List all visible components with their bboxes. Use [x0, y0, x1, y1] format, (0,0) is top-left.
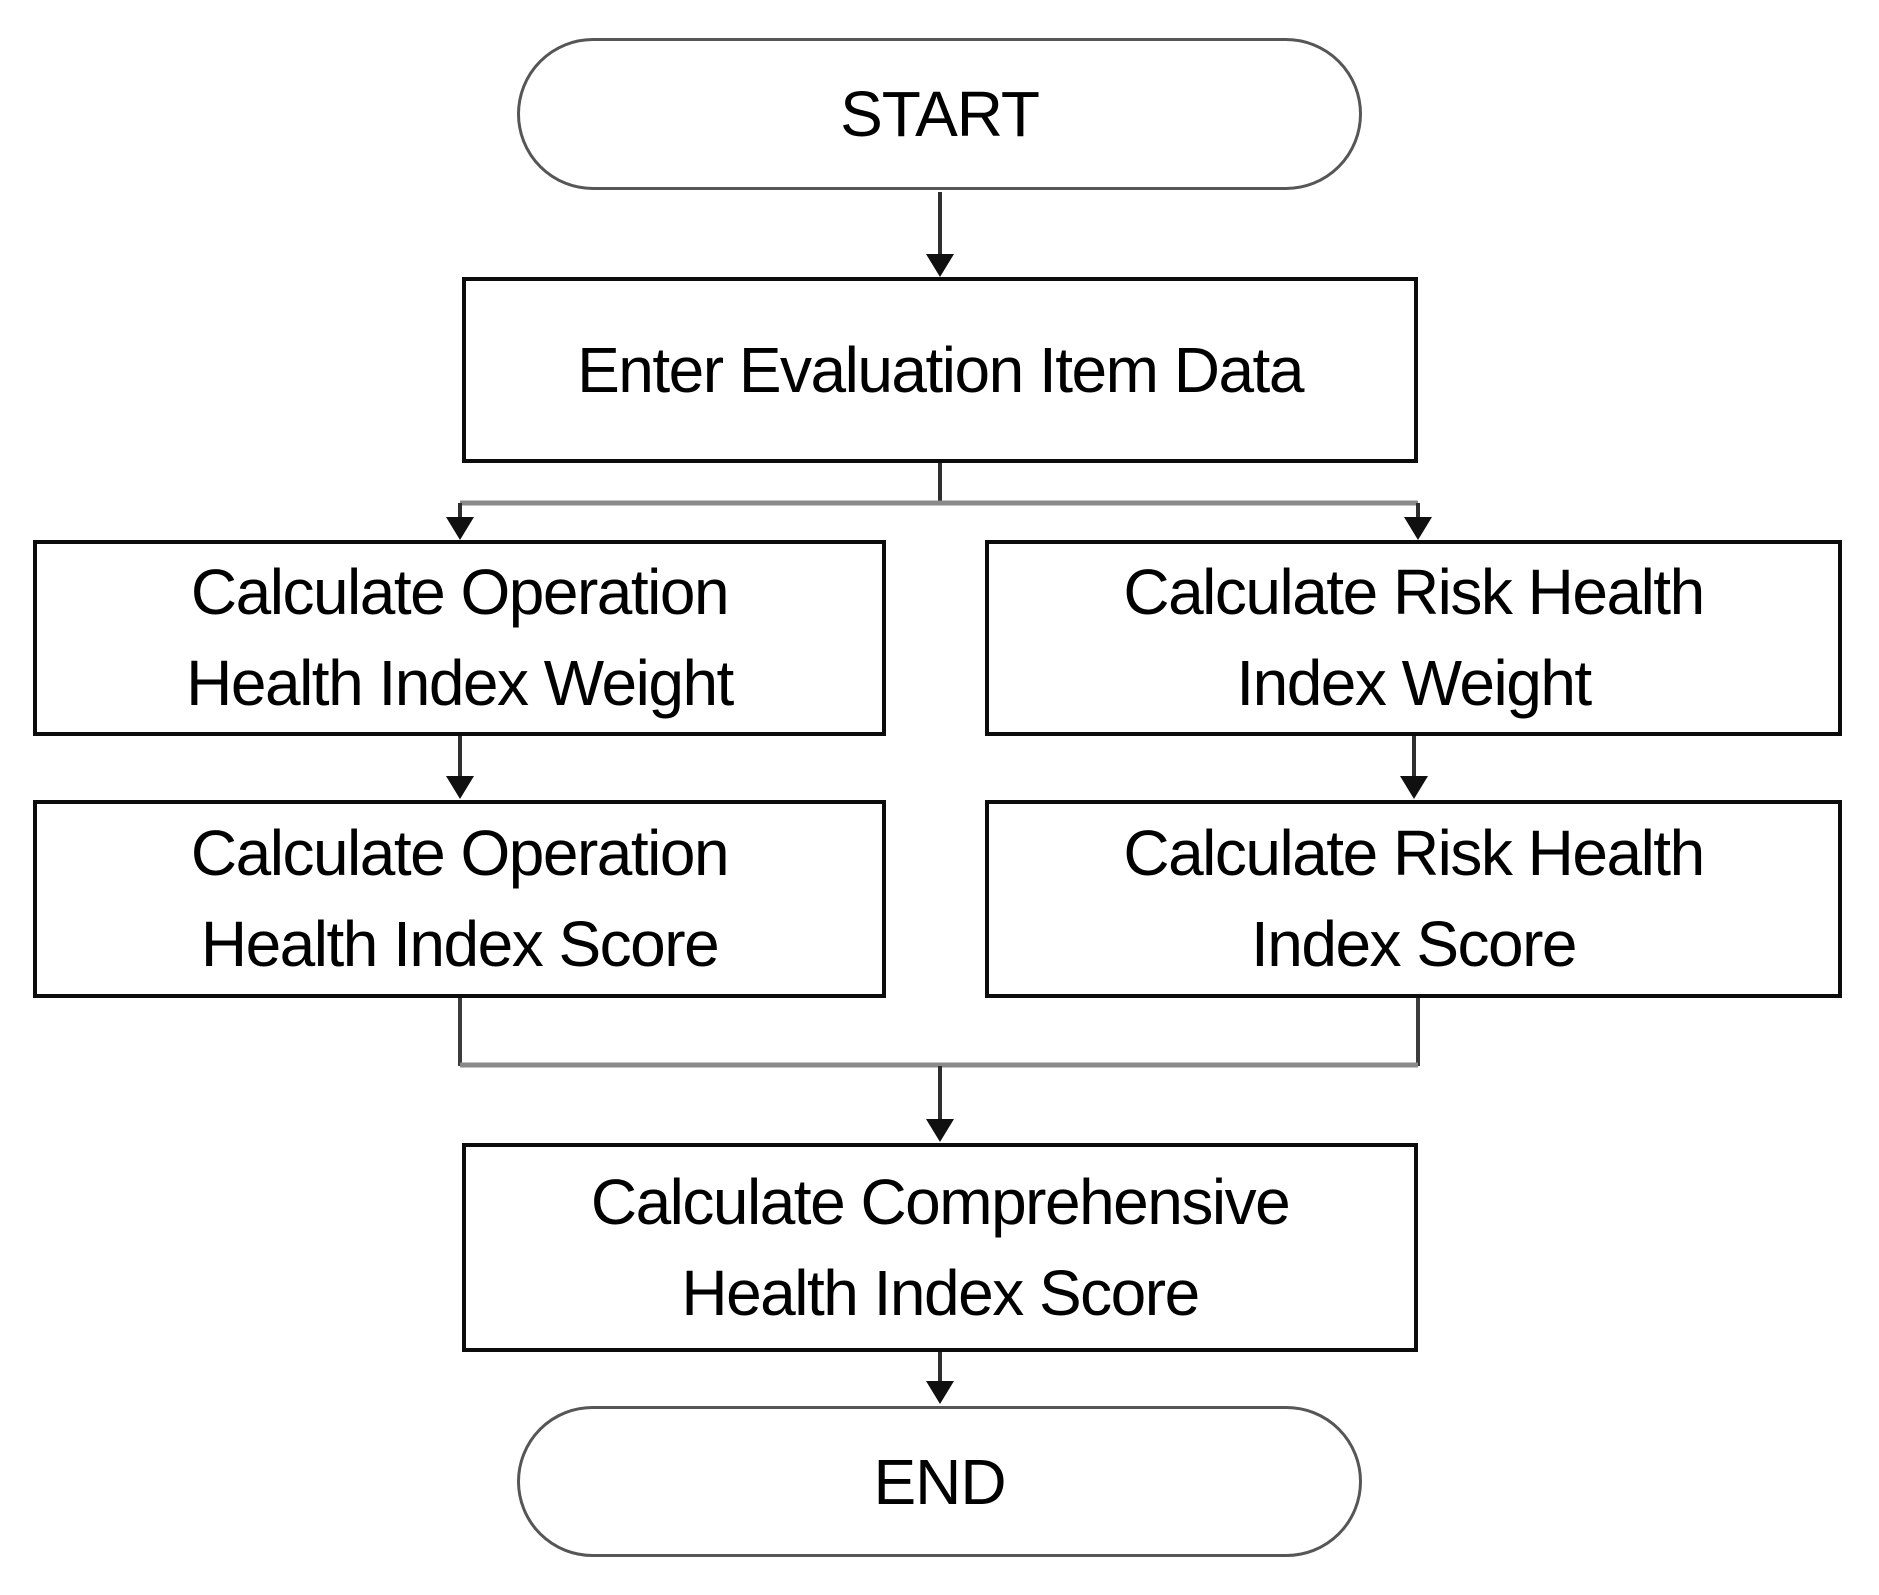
node-calculate-comprehensive-health-index-score: Calculate Comprehensive Health Index Sco… [462, 1143, 1418, 1352]
arrowhead-merge-to-comprehensive [926, 1119, 954, 1142]
node-end: END [517, 1406, 1362, 1557]
node-op-score-line2: Health Index Score [200, 908, 720, 980]
node-risk-score-line2: Index Score [1250, 908, 1578, 980]
node-start-label: START [840, 78, 1040, 150]
node-op-score-line1: Calculate Operation [190, 817, 730, 890]
arrowhead-start-to-enter [926, 254, 954, 277]
node-calculate-operation-health-index-weight: Calculate Operation Health Index Weight [33, 540, 886, 736]
node-calculate-operation-health-index-score: Calculate Operation Health Index Score [33, 800, 886, 998]
node-start: START [517, 38, 1362, 190]
node-enter-evaluation-item-data: Enter Evaluation Item Data [462, 277, 1418, 463]
node-enter-label: Enter Evaluation Item Data [577, 333, 1304, 406]
node-comprehensive-line2: Health Index Score [681, 1256, 1200, 1329]
arrowhead-branch-left [446, 517, 474, 540]
node-calculate-risk-health-index-weight: Calculate Risk Health Index Weight [985, 540, 1842, 736]
node-op-weight-line1: Calculate Operation [190, 556, 730, 629]
node-risk-weight-line1: Calculate Risk Health [1123, 556, 1705, 629]
node-end-label: END [873, 1445, 1006, 1518]
node-risk-score-line1: Calculate Risk Health [1123, 817, 1705, 890]
node-comprehensive-line1: Calculate Comprehensive [590, 1165, 1291, 1238]
arrowhead-comprehensive-to-end [926, 1381, 954, 1404]
arrowhead-branch-right [1404, 517, 1432, 540]
node-calculate-risk-health-index-score: Calculate Risk Health Index Score [985, 800, 1842, 998]
arrowhead-risk-weight-to-score [1400, 776, 1428, 799]
node-op-weight-line2: Health Index Weight [186, 647, 734, 719]
node-risk-weight-line2: Index Weight [1236, 647, 1592, 719]
arrowhead-op-weight-to-score [446, 776, 474, 799]
